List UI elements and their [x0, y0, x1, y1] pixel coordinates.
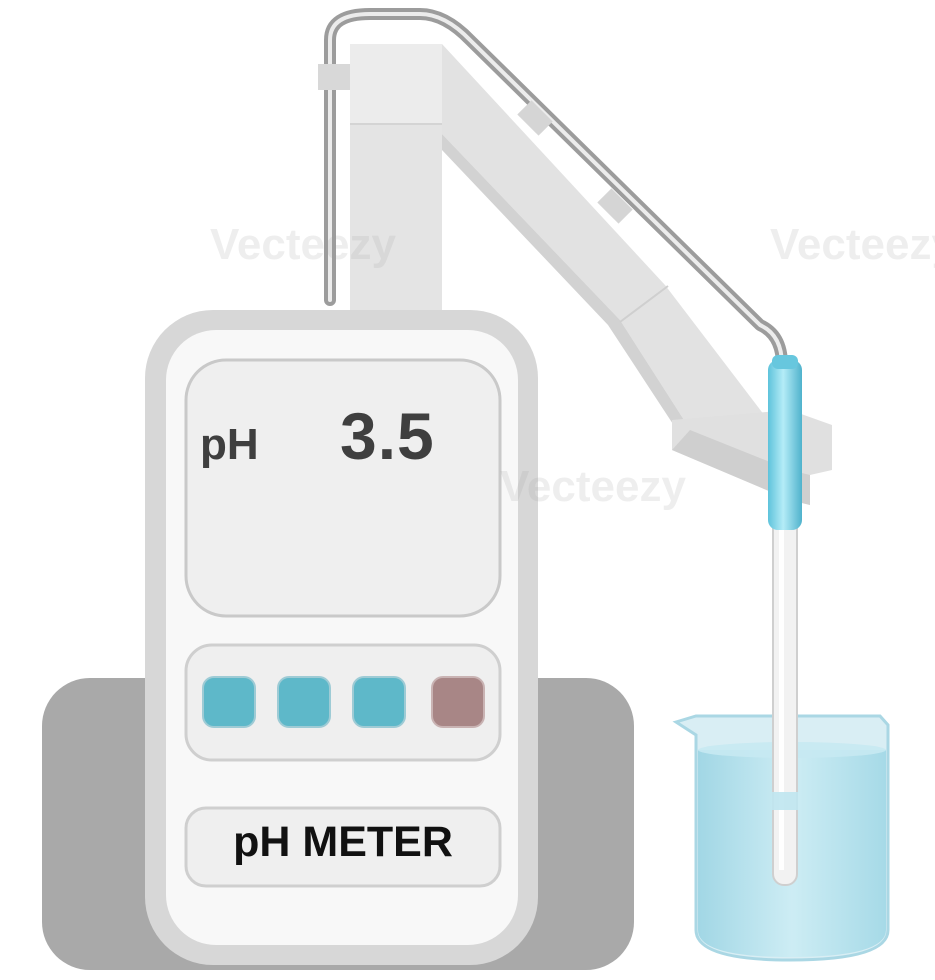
cable-clip: [318, 64, 350, 90]
button-panel: [184, 643, 502, 762]
probe-stem: [772, 499, 798, 886]
arm-clip: [517, 100, 553, 136]
ph-unit-label: pH: [200, 420, 259, 469]
button-3[interactable]: [352, 676, 406, 728]
display-screen: [184, 358, 502, 618]
button-1[interactable]: [202, 676, 256, 728]
arm-clip: [597, 188, 633, 224]
button-4[interactable]: [431, 676, 485, 728]
ph-reading-value: 3.5: [340, 399, 435, 473]
label-panel: [184, 806, 502, 888]
button-2[interactable]: [277, 676, 331, 728]
probe-cap: [768, 360, 802, 530]
device-name-label: pH METER: [233, 818, 453, 866]
probe-band: [772, 792, 798, 810]
stand-arm: [442, 44, 768, 445]
